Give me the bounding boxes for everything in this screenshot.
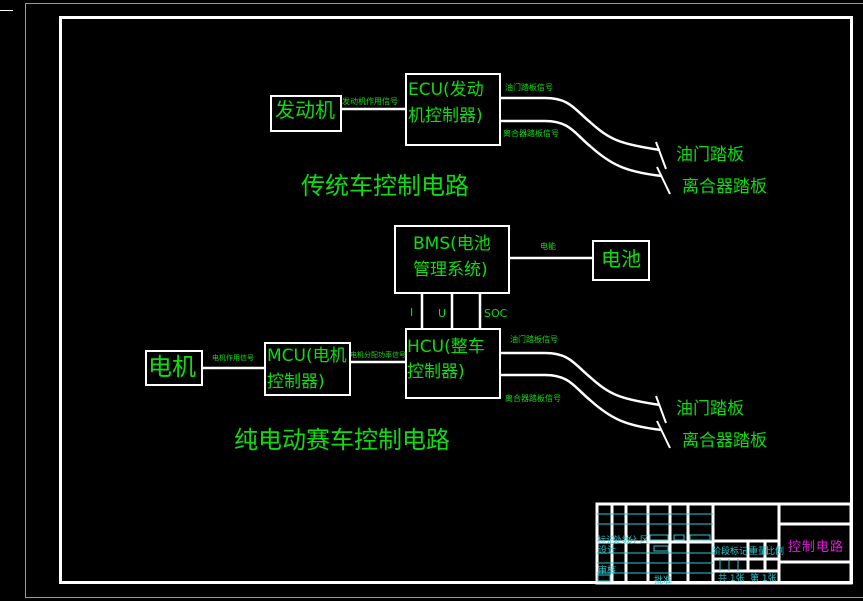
hcu-throttle-signal-label: 油门踏板信号 [510,335,558,344]
motor-label: 电机 [148,353,196,381]
electric-title: 纯电动赛车控制电路 [234,426,450,454]
motor-box [145,350,203,386]
tb-zone: 分 区 [628,536,649,546]
bms-label-1: BMS(电池 [413,234,491,254]
hcu-label-1: HCU(整车 [407,337,485,357]
energy-label: 电能 [540,242,556,251]
ecu-clutch-signal-label: 离合器踏板信号 [503,129,559,138]
drawing-border [59,16,853,584]
motor-signal-label: 电机作用信号 [212,354,254,362]
engine-signal-label: 发动机作用信号 [342,97,398,106]
tb-drawing-name: 控制电路 [788,540,845,555]
ecu-throttle-signal-label: 油门踏板信号 [505,83,553,92]
clutch-switch-2 [656,420,671,449]
bus-label-i: I [410,306,414,319]
hcu-label-2: 控制器) [407,362,465,382]
wire-ecu-throttle [500,96,661,152]
hcu-box [405,328,501,399]
tb-sheets-total: 共 1张 [718,574,745,584]
corner-tick [0,10,13,11]
clutch-pedal-label-2: 离合器踏板 [682,431,767,451]
tb-design: 设计 [598,546,617,556]
engine-box [270,95,342,132]
tb-weight: 重量 [749,547,768,557]
tb-review: 审核 [598,566,617,576]
clutch-switch [656,166,671,195]
mcu-box [264,342,351,396]
ecu-label-2: 机控制器) [408,106,483,126]
mcu-label-2: 控制器) [267,372,325,392]
hcu-clutch-signal-label: 离合器踏板信号 [505,394,561,403]
ecu-label-1: ECU(发动 [408,80,484,100]
ecu-box [405,73,501,146]
clutch-pedal-label: 离合器踏板 [682,177,767,197]
battery-box [592,240,650,281]
bms-box [394,225,510,294]
mcu-label-1: MCU(电机 [267,346,347,366]
wire-hcu-clutch [500,373,663,432]
throttle-switch-2 [655,395,667,424]
battery-label: 电池 [601,247,641,271]
throttle-pedal-label: 油门踏板 [676,145,744,165]
engine-label: 发动机 [275,98,335,122]
wire-hcu-throttle [500,351,661,407]
tb-mark: 标记 [597,536,616,546]
throttle-pedal-label-2: 油门踏板 [676,399,744,419]
wire-ecu-clutch [500,119,663,178]
bms-label-2: 管理系统) [413,260,488,280]
throttle-switch [655,141,667,170]
tb-approve: 批准 [654,576,673,586]
tb-sheet-no: 第 1张 [750,574,777,584]
traditional-title: 传统车控制电路 [301,172,469,200]
title-block-subgrid [597,513,739,582]
tb-scale: 比例 [766,547,785,557]
tb-count: 处数 [613,536,632,546]
bus-label-u: U [438,307,447,320]
title-block-grid [595,502,853,585]
bus-label-soc: SOC [484,307,508,320]
outer-border [25,3,863,598]
mcu-signal-label: 电机分配功率信号 [350,351,406,359]
tb-stage-mark: 阶段标记 [712,547,749,557]
